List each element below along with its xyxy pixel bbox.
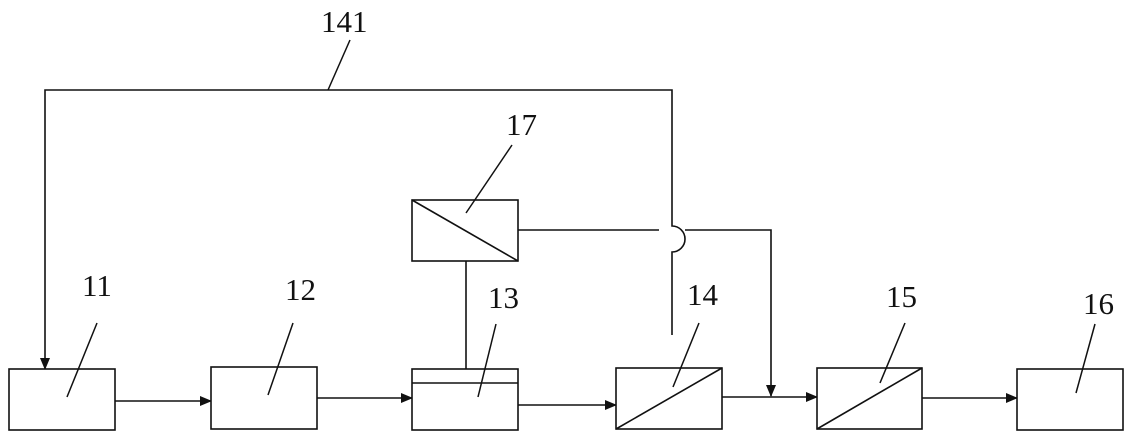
leader-141 [327, 39, 351, 91]
label-16: 16 [1083, 286, 1114, 321]
leader-15 [879, 322, 906, 384]
label-14: 14 [687, 277, 719, 312]
label-12: 12 [285, 272, 316, 307]
box-13 [411, 368, 519, 431]
leader-16 [1075, 323, 1096, 394]
leader-14 [672, 322, 700, 388]
label-17: 17 [506, 107, 537, 142]
label-13: 13 [488, 280, 519, 315]
box-11 [8, 368, 116, 431]
leader-13 [477, 323, 497, 398]
leader-17 [465, 144, 513, 214]
label-15: 15 [886, 279, 917, 314]
leader-12 [267, 322, 294, 396]
box-12 [210, 366, 318, 430]
box-14 [615, 367, 723, 430]
label-11: 11 [82, 268, 112, 303]
leader-11 [66, 322, 98, 398]
box-17 [411, 199, 519, 262]
box-16 [1016, 368, 1124, 431]
feedback-line-141 [40, 89, 686, 370]
box-15 [816, 367, 923, 430]
line-17-to-main [518, 229, 771, 396]
label-141: 141 [321, 4, 368, 39]
